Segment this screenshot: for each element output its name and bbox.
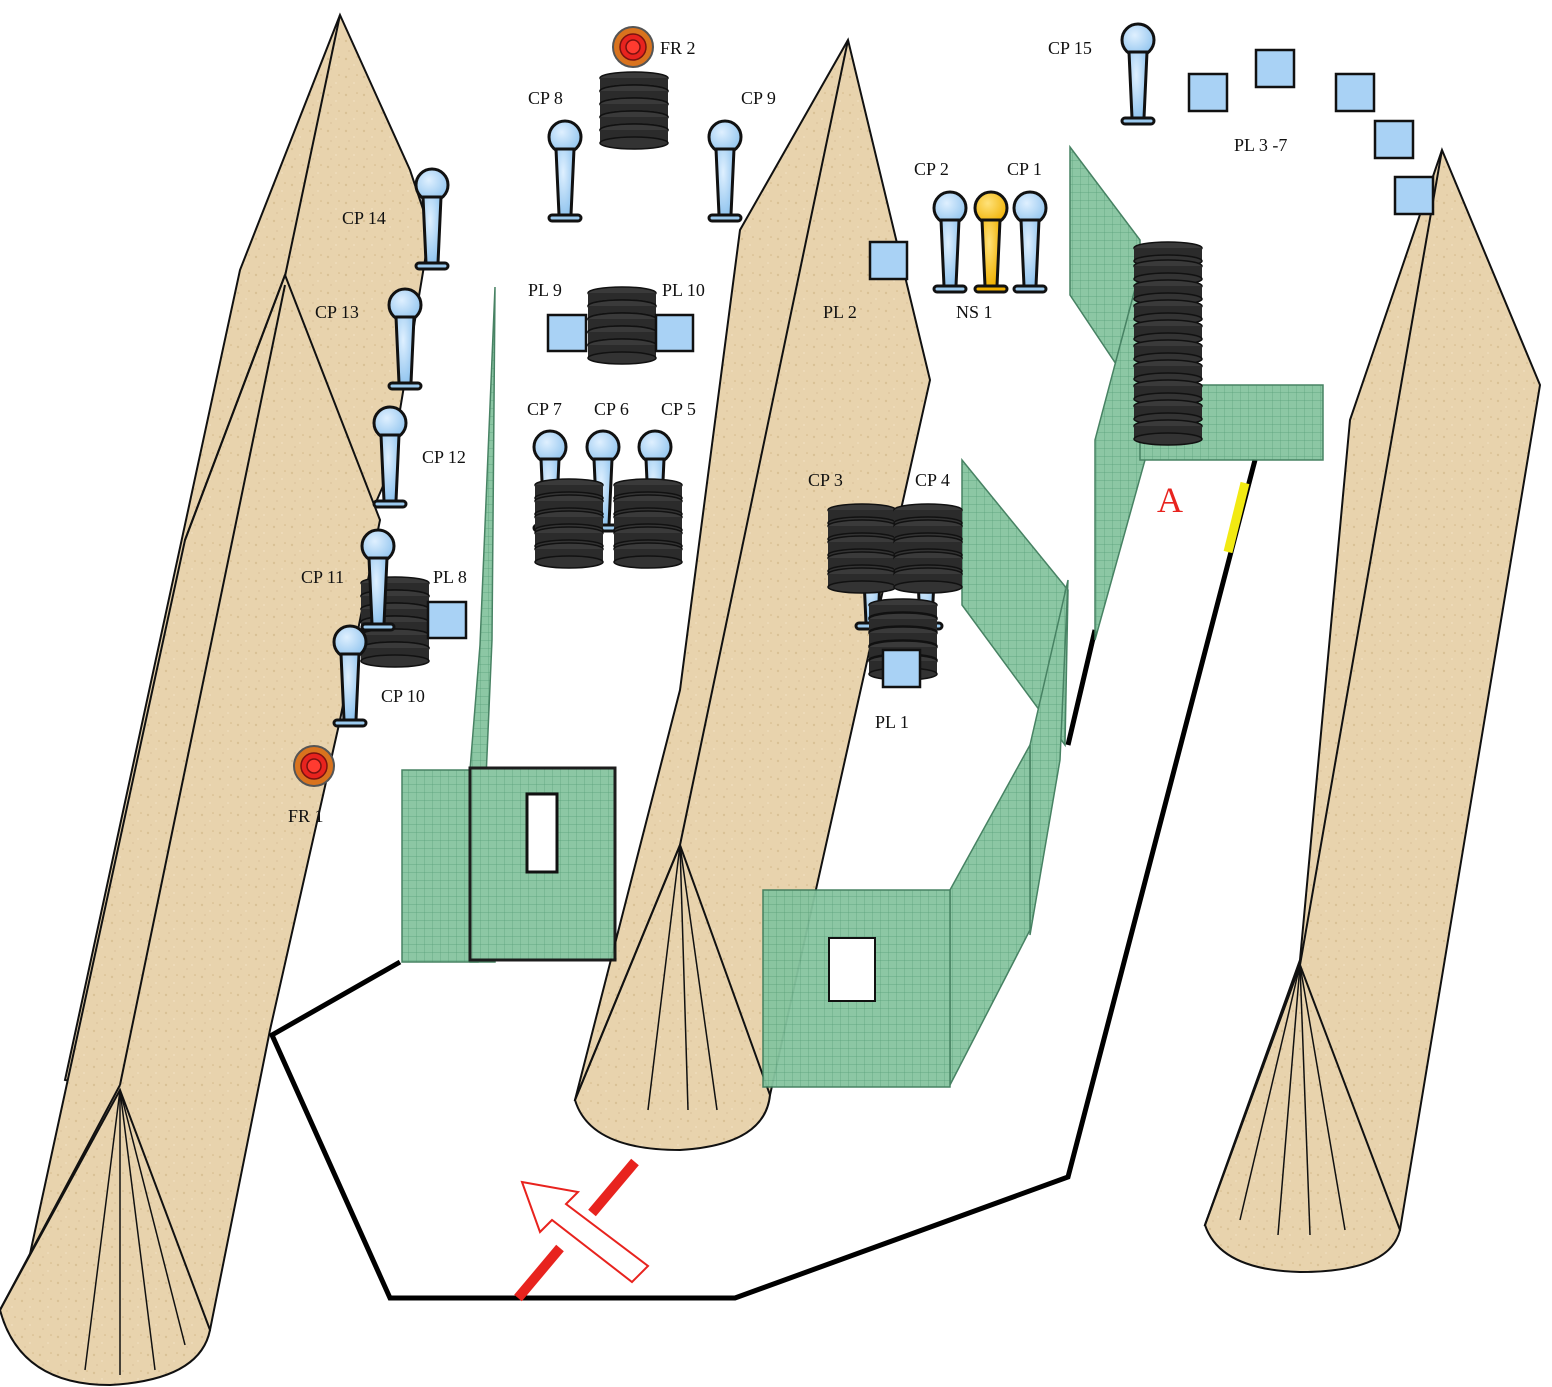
bunker-right (1203, 147, 1542, 1274)
label-cp12: CP 12 (422, 447, 466, 467)
label-cp1: CP 1 (1007, 159, 1042, 179)
bunker-left-front (0, 272, 382, 1387)
label-ns1: NS 1 (956, 302, 993, 322)
label-cp6: CP 6 (594, 399, 629, 419)
route-path (268, 459, 1258, 1301)
label-cp8: CP 8 (528, 88, 563, 108)
label-pl10: PL 10 (662, 280, 705, 300)
tire-stack-right (1133, 241, 1203, 446)
pin-cp1 (1012, 190, 1048, 294)
label-cp4: CP 4 (915, 470, 950, 490)
tire-stack-fr2 (599, 71, 669, 150)
pin-cp9 (707, 119, 743, 223)
label-a: A (1157, 480, 1183, 520)
label-cp2: CP 2 (914, 159, 949, 179)
label-pl8: PL 8 (433, 567, 467, 587)
window-left (525, 792, 559, 874)
label-cp14: CP 14 (342, 208, 386, 228)
label-cp13: CP 13 (315, 302, 359, 322)
yellow-marker (1223, 481, 1250, 554)
pin-cp15 (1120, 22, 1156, 126)
label-pl3-7: PL 3 -7 (1234, 135, 1287, 155)
tire-stack-cp7 (534, 478, 604, 569)
pin-cp2 (932, 190, 968, 294)
tire-stack-cp5 (613, 478, 683, 569)
tire-stack-cp4 (893, 503, 963, 594)
label-cp9: CP 9 (741, 88, 776, 108)
label-cp7: CP 7 (527, 399, 562, 419)
label-pl1: PL 1 (875, 712, 909, 732)
pin-ns1 (973, 190, 1009, 294)
label-cp5: CP 5 (661, 399, 696, 419)
window-mid (828, 937, 876, 1002)
pin-cp8 (547, 119, 583, 223)
flag-fr2 (612, 26, 654, 68)
label-pl2: PL 2 (823, 302, 857, 322)
label-cp15: CP 15 (1048, 38, 1092, 58)
label-pl9: PL 9 (528, 280, 562, 300)
label-fr1: FR 1 (288, 806, 324, 826)
start-arrow (514, 1158, 650, 1302)
label-cp3: CP 3 (808, 470, 843, 490)
bunker-middle (573, 37, 932, 1152)
label-cp11: CP 11 (301, 567, 344, 587)
tire-stack-pl9 (587, 286, 657, 365)
flag-fr1 (293, 745, 335, 787)
label-fr2: FR 2 (660, 38, 696, 58)
tire-stack-cp3 (827, 503, 897, 594)
boxes (426, 48, 1435, 689)
label-cp10: CP 10 (381, 686, 425, 706)
labels: FR 2 CP 8 CP 9 CP 15 PL 3 -7 CP 14 CP 13… (288, 38, 1287, 826)
